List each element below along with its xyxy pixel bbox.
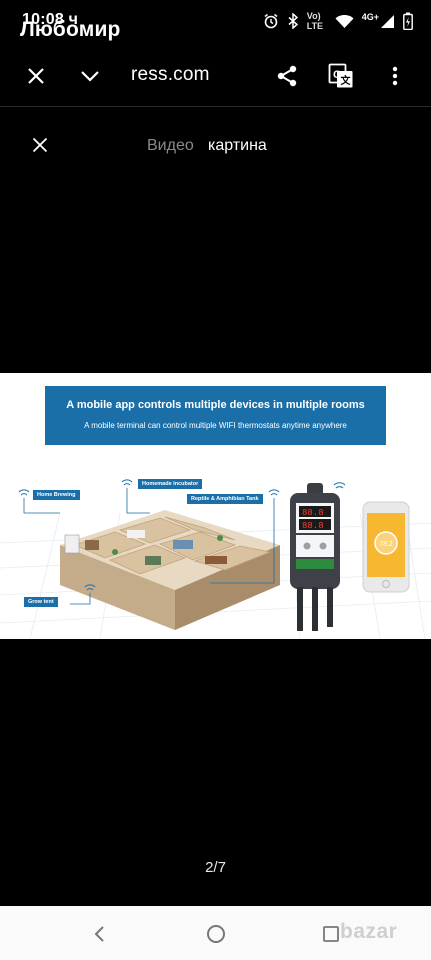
close-tab-button[interactable] bbox=[20, 60, 52, 92]
tab-video[interactable]: Видео bbox=[147, 137, 194, 154]
more-options-button[interactable] bbox=[379, 60, 411, 92]
system-nav-bar: bazar bbox=[0, 906, 431, 960]
back-icon bbox=[94, 926, 104, 942]
thermostat-device: 88.8 88.8 bbox=[290, 483, 340, 631]
house-illustration bbox=[60, 510, 280, 630]
status-bar: Любомир 10:08 ч Vo) LTE 4G+ bbox=[0, 0, 431, 42]
label-home-brewing: Home Brewing bbox=[33, 490, 80, 500]
svg-text:文: 文 bbox=[341, 74, 352, 87]
gallery-close-button[interactable] bbox=[26, 131, 54, 159]
share-button[interactable] bbox=[271, 60, 303, 92]
svg-text:88.8: 88.8 bbox=[302, 508, 324, 518]
recents-icon bbox=[323, 926, 339, 942]
status-time: 10:08 ч bbox=[22, 11, 79, 28]
svg-text:G: G bbox=[333, 69, 342, 81]
network-type-label: 4G+ bbox=[361, 11, 379, 22]
close-icon bbox=[28, 68, 44, 84]
nav-recents-button[interactable] bbox=[318, 921, 344, 947]
translate-icon: G文 bbox=[328, 63, 353, 88]
banner-subtitle: A mobile terminal can control multiple W… bbox=[84, 421, 347, 430]
chevron-down-icon bbox=[81, 71, 99, 82]
collapse-button[interactable] bbox=[74, 60, 106, 92]
svg-text:88.8: 88.8 bbox=[302, 521, 324, 531]
nav-home-button[interactable] bbox=[203, 921, 229, 947]
url-text[interactable]: ress.com bbox=[131, 64, 210, 85]
wifi-icon bbox=[335, 14, 354, 29]
product-image[interactable]: A mobile app controls multiple devices i… bbox=[0, 373, 431, 639]
bluetooth-icon bbox=[287, 13, 299, 29]
close-icon bbox=[32, 137, 48, 153]
label-homemade-incubator: Homemade incubator bbox=[138, 479, 203, 489]
volte-badge: Vo) LTE bbox=[306, 11, 324, 31]
banner-title: A mobile app controls multiple devices i… bbox=[66, 399, 365, 411]
status-icons: Vo) LTE 4G+ bbox=[263, 10, 413, 32]
phone-reading: 78.2 bbox=[379, 541, 393, 548]
nav-back-button[interactable] bbox=[86, 921, 112, 947]
share-icon bbox=[277, 65, 297, 87]
label-grow-tent: Grow tent bbox=[24, 597, 58, 607]
label-reptile-tank: Reptile & Amphibian Tank bbox=[187, 494, 263, 504]
connector-lines bbox=[18, 479, 346, 605]
home-icon bbox=[207, 925, 225, 943]
battery-icon bbox=[403, 12, 413, 30]
bazar-watermark: bazar bbox=[340, 920, 398, 943]
image-pager: 2/7 bbox=[205, 859, 226, 876]
tab-picture[interactable]: картина bbox=[208, 137, 267, 154]
product-banner: A mobile app controls multiple devices i… bbox=[45, 386, 386, 445]
cellular-signal-icon: 4G+ bbox=[361, 11, 395, 29]
phone-illustration: 78.2 bbox=[362, 501, 410, 593]
alarm-icon bbox=[263, 13, 279, 29]
toolbar-divider bbox=[0, 106, 431, 107]
more-vert-icon bbox=[392, 66, 398, 86]
seller-name: Любомир bbox=[20, 18, 121, 41]
